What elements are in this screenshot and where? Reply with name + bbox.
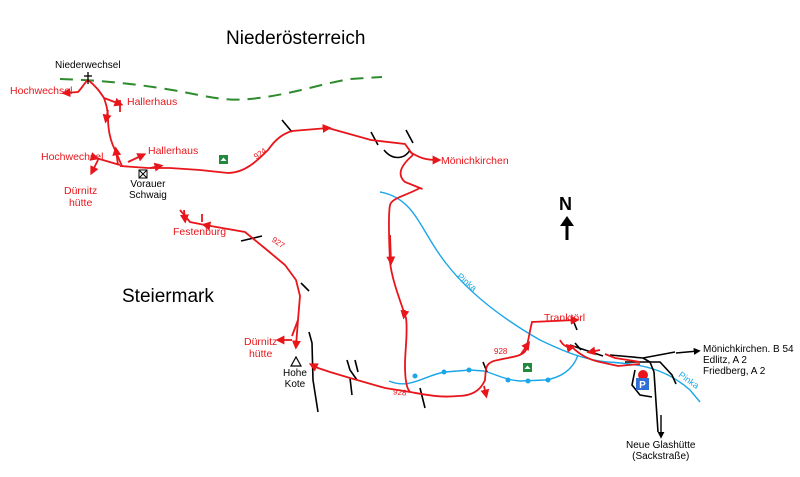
place-name-line: hütte <box>68 196 93 209</box>
place-name-line: Dürnitz <box>64 185 98 197</box>
place-name-line: (Sackstraße) <box>632 451 690 462</box>
place-hallerhaus-top: Hallerhaus <box>127 96 178 108</box>
river-points <box>412 367 551 384</box>
place-name-line: Dürnitz <box>244 336 278 348</box>
place-vorauer-schwaig: Vorauer Schwaig <box>129 179 167 201</box>
state-border <box>59 76 383 101</box>
hut-icon <box>523 363 532 372</box>
place-name-line: Vorauer <box>130 179 166 190</box>
place-trankoerl: Tranktörl <box>544 312 586 324</box>
parking-label: P <box>639 380 646 391</box>
region-niederoesterreich: Niederösterreich <box>226 28 366 49</box>
place-niederwechsel: Niederwechsel <box>55 60 121 71</box>
route-number-928-b: 928 <box>392 387 407 398</box>
trails <box>61 79 641 399</box>
place-hochwechsel-mid: Hochwechsel <box>41 151 104 163</box>
parking-icon: P <box>636 370 649 391</box>
pinka-river <box>379 191 701 403</box>
summit-cross-icon <box>84 72 92 84</box>
north-arrow-icon <box>560 216 574 240</box>
exit-list: Mönichkirchen. B 54 Edlitz, A 2 Friedber… <box>703 344 794 377</box>
exit-item: Edlitz, A 2 <box>703 355 747 366</box>
exit-arrows <box>657 347 701 439</box>
place-name-line: Kote <box>284 379 306 390</box>
region-steiermark: Steiermark <box>122 286 214 307</box>
place-name-line: Hohe <box>283 368 307 379</box>
summit-triangle-icon <box>289 355 303 367</box>
place-duernitzhuette-nw: Dürnitz hütte <box>64 185 98 209</box>
place-name-line: hütte <box>248 347 273 360</box>
hut-icon <box>219 155 228 164</box>
place-name-line: Schwaig <box>129 190 167 201</box>
place-neue-glashuette: Neue Glashütte (Sackstraße) <box>626 440 696 462</box>
exit-item: Mönichkirchen. B 54 <box>703 344 794 355</box>
route-number-928-a: 928 <box>494 347 508 356</box>
place-hochwechsel-top: Hochwechsel <box>10 85 73 97</box>
pinka-tributary <box>388 354 579 385</box>
place-name-line: Neue Glashütte <box>626 440 696 451</box>
north-label: N <box>559 194 572 214</box>
place-festenburg: Festenburg <box>173 226 227 238</box>
place-hallerhaus-mid: Hallerhaus <box>148 145 199 157</box>
shelter-icon <box>138 169 148 179</box>
exit-item: Friedberg, A 2 <box>703 366 766 377</box>
place-moenichkirchen: Mönichkirchen <box>441 155 509 167</box>
place-duernitzhuette-s: Dürnitz hütte <box>244 336 278 360</box>
place-hohe-kote: Hohe Kote <box>283 368 307 390</box>
